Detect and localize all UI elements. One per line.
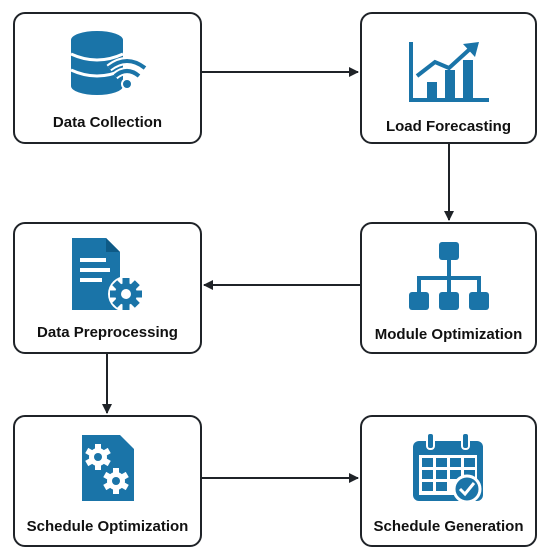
node-label: Schedule Generation: [373, 518, 524, 535]
node-module-optimization: Module Optimization: [360, 222, 537, 354]
calendar-check-icon: [409, 433, 489, 505]
hierarchy-icon: [407, 242, 491, 314]
node-data-preprocessing: Data Preprocessing: [13, 222, 202, 354]
document-gear-icon: [66, 238, 150, 314]
node-label: Load Forecasting: [385, 118, 512, 135]
bar-chart-trend-icon: [407, 40, 491, 104]
node-label: Data Collection: [52, 114, 163, 131]
node-schedule-generation: Schedule Generation: [360, 415, 537, 547]
node-load-forecasting: Load Forecasting: [360, 12, 537, 144]
node-label: Data Preprocessing: [37, 324, 178, 341]
node-label: Schedule Optimization: [26, 518, 189, 535]
node-data-collection: Data Collection: [13, 12, 202, 144]
node-label: Module Optimization: [374, 326, 523, 343]
node-schedule-optimization: Schedule Optimization: [13, 415, 202, 547]
database-wifi-icon: [67, 28, 149, 100]
gears-icon: [76, 435, 140, 505]
